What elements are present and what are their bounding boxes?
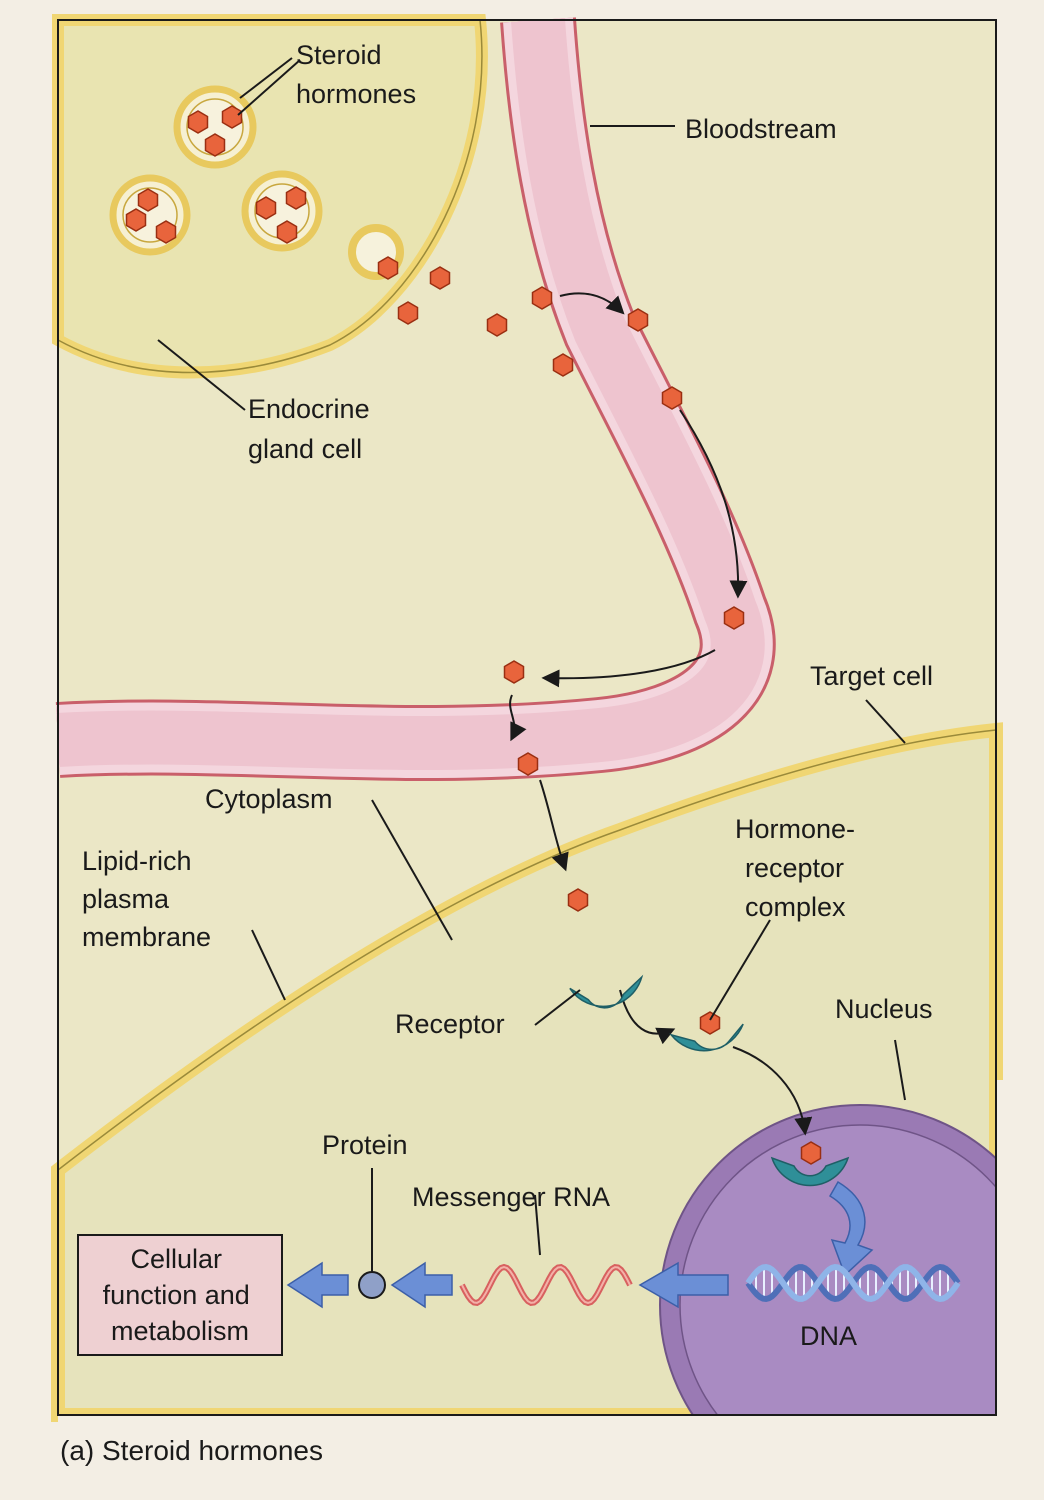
label-bloodstream: Bloodstream	[685, 114, 837, 144]
mrna-highlight	[461, 1265, 631, 1305]
hexagon-icon	[155, 220, 177, 244]
leader-membrane	[251, 929, 286, 1001]
hexagon-icon	[517, 752, 539, 776]
hexagon-icon	[567, 888, 589, 912]
hexagon-icon	[723, 606, 745, 630]
label-dna: DNA	[800, 1321, 857, 1351]
protein-icon	[358, 1271, 386, 1299]
label-protein: Protein	[322, 1130, 408, 1160]
label-endocrine-gland-cell: Endocrine gland cell	[248, 394, 377, 464]
hexagon-icon	[503, 660, 525, 684]
hexagon-icon	[531, 286, 553, 310]
hexagon-icon	[627, 308, 649, 332]
label-lipid-rich-membrane: Lipid-rich plasma membrane	[82, 846, 211, 952]
figure-caption: (a) Steroid hormones	[60, 1435, 323, 1466]
label-cytoplasm: Cytoplasm	[205, 784, 333, 814]
label-target-cell: Target cell	[810, 661, 933, 691]
label-hormone-receptor-complex: Hormone- receptor complex	[735, 814, 863, 922]
arrow-mrna-to-protein	[390, 1261, 453, 1309]
label-receptor: Receptor	[395, 1009, 505, 1039]
hexagon-icon	[800, 1141, 822, 1165]
curved-arrow-to-dna	[828, 1180, 874, 1277]
hexagon-icon	[187, 110, 209, 134]
hexagon-icon	[552, 353, 574, 377]
hexagon-icon	[137, 188, 159, 212]
hexagon-icon	[221, 105, 243, 129]
hexagon-icon	[204, 133, 226, 157]
label-steroid-hormones: Steroid hormones	[296, 40, 416, 109]
hexagon-icon	[276, 220, 298, 244]
hexagon-icon	[397, 301, 419, 325]
hexagon-icon	[285, 186, 307, 210]
hormone-receptor-complex-nucleus	[770, 1156, 850, 1187]
label-cellular-function: Cellular function and metabolism	[103, 1244, 258, 1346]
leader-mrna	[534, 1194, 541, 1256]
arrow-to-nucleus	[732, 1046, 813, 1136]
cellular-function-box	[77, 1234, 283, 1356]
hormone-receptor-complex-cytoplasm	[669, 1023, 744, 1052]
dna-strand	[745, 1263, 961, 1303]
leader-steroid-2	[237, 59, 301, 116]
label-nucleus: Nucleus	[835, 994, 933, 1024]
receptor-free	[569, 974, 644, 1009]
hexagon-icon	[429, 266, 451, 290]
hexagon-icon	[377, 256, 399, 280]
vesicle-2	[109, 174, 191, 256]
arrow-protein-to-function	[286, 1261, 349, 1309]
hormone-molecules	[125, 105, 822, 1165]
leader-endocrine	[157, 339, 246, 411]
arrow-into-blood	[559, 292, 625, 315]
hexagon-icon	[255, 196, 277, 220]
frame-border	[57, 19, 997, 1416]
arrow-dna-to-mrna	[638, 1261, 729, 1309]
arrow-flow-left	[541, 649, 716, 688]
leader-receptor	[534, 989, 581, 1026]
mrna-strand-icon	[459, 1263, 633, 1307]
leader-target-cell	[865, 699, 906, 744]
arrow-flow-down	[679, 409, 748, 599]
leader-complex	[709, 919, 771, 1021]
arrow-cross-membrane	[539, 779, 569, 872]
arrow-exit-blood	[509, 694, 527, 742]
leader-steroid-1	[239, 57, 293, 99]
leader-nucleus	[894, 1039, 906, 1101]
dna-helix-icon	[745, 1263, 961, 1303]
hexagon-icon	[125, 208, 147, 232]
label-messenger-rna: Messenger RNA	[412, 1182, 610, 1212]
hexagon-icon	[699, 1011, 721, 1035]
hexagon-icon	[486, 313, 508, 337]
hexagon-icon	[661, 386, 683, 410]
leader-cytoplasm	[371, 799, 453, 941]
